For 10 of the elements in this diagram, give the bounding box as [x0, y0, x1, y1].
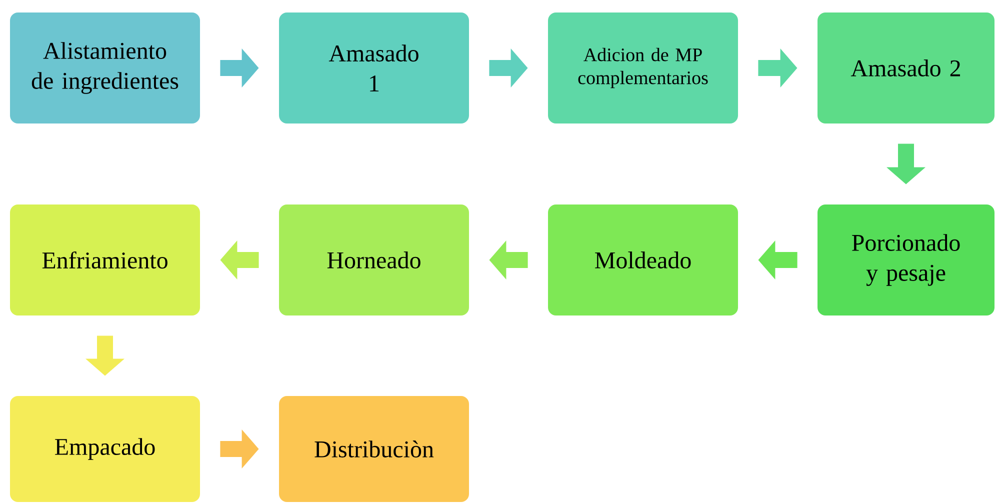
process-box: Distribuciòn — [279, 396, 469, 502]
process-box: Enfriamiento — [10, 204, 200, 316]
process-box: Alistamiento de ingredientes — [10, 12, 200, 124]
process-box: Adicion de MP complementarios — [548, 12, 738, 124]
process-box: Amasado 1 — [279, 12, 469, 124]
process-box: Porcionado y pesaje — [818, 204, 994, 316]
process-box: Empacado — [10, 396, 200, 502]
process-box: Moldeado — [548, 204, 738, 316]
process-box: Horneado — [279, 204, 469, 316]
process-box: Amasado 2 — [818, 12, 994, 124]
